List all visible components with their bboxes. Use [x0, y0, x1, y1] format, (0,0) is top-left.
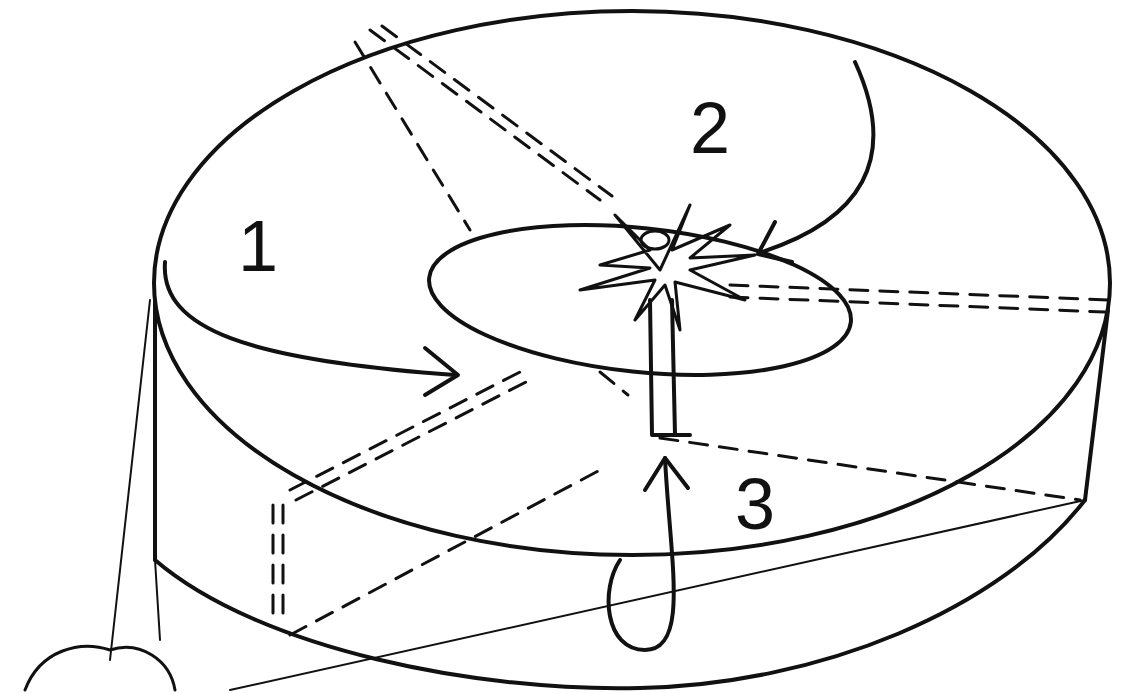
- dashed-line: [290, 372, 526, 500]
- dashed-line: [355, 42, 470, 230]
- disk-bottom-rim: [155, 500, 1085, 688]
- dashed-line: [660, 438, 1080, 500]
- dashed-line: [370, 26, 612, 200]
- flow-arrow: [165, 262, 455, 375]
- hub: [641, 231, 669, 249]
- dashed-line: [600, 372, 628, 395]
- callout-number: 3: [735, 468, 775, 540]
- callout-number: 1: [238, 210, 278, 282]
- callout-number: 2: [690, 92, 730, 164]
- dashed-line: [290, 470, 600, 635]
- arrow-head: [758, 222, 792, 262]
- small-object: [25, 646, 175, 690]
- dashed-line: [273, 505, 283, 625]
- star-burst: [580, 205, 755, 330]
- flow-arrow: [762, 62, 873, 252]
- dashed-line: [730, 285, 1110, 312]
- flow-arrow: [609, 458, 674, 650]
- arrow-head: [645, 458, 688, 490]
- disk-side-right: [1085, 310, 1108, 500]
- leader-line: [110, 300, 1085, 690]
- tube: [650, 300, 690, 435]
- disk-top-rim: [154, 11, 1110, 555]
- arrow-head: [425, 348, 458, 395]
- disk-side-left: [153, 300, 157, 560]
